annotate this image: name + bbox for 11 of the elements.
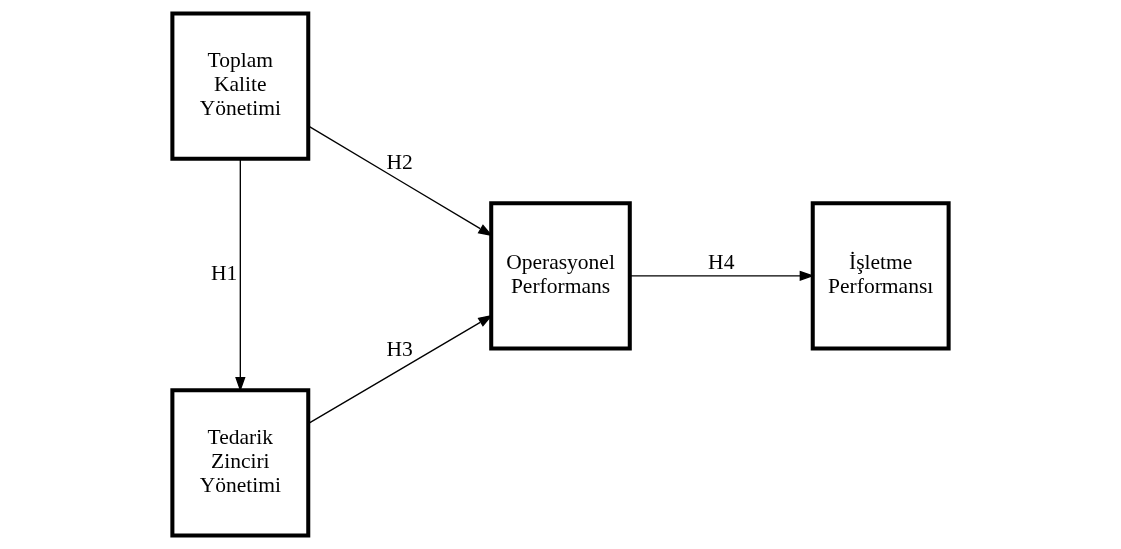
- edge-label: H2: [386, 150, 413, 175]
- node-box: Tedarik Zinciri Yönetimi: [170, 388, 311, 538]
- arrow: [307, 314, 493, 425]
- arrow: [307, 125, 493, 237]
- edge-label: H1: [211, 260, 238, 285]
- arrow: [235, 158, 246, 392]
- edge-label: H4: [708, 249, 735, 274]
- edge-label: H3: [386, 337, 413, 362]
- node-box: Operasyonel Performans: [489, 201, 632, 351]
- node-box: İşletme Performansı: [810, 201, 951, 351]
- node-box: Toplam Kalite Yönetimi: [170, 11, 311, 161]
